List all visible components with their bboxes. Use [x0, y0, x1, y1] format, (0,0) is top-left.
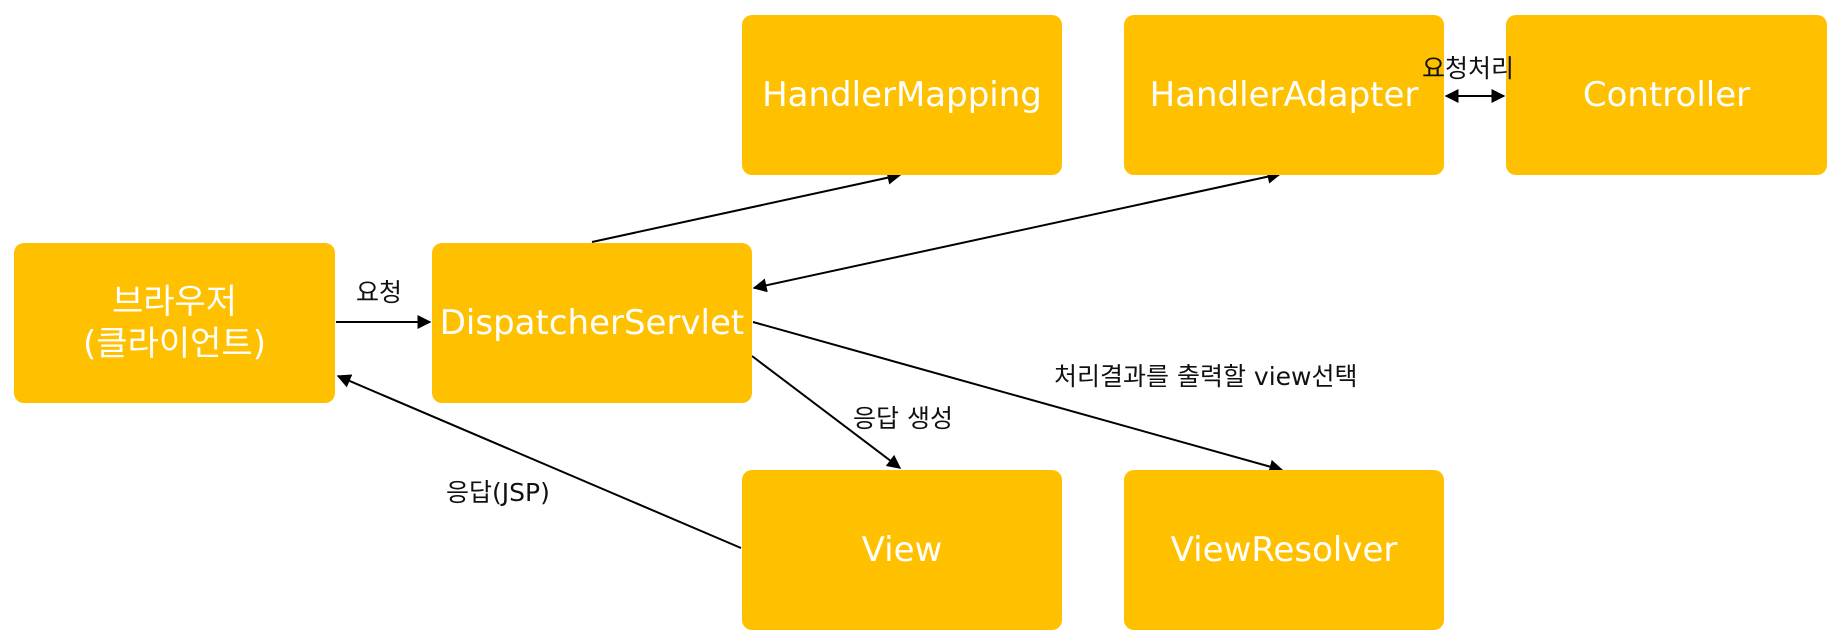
view-label: View: [861, 530, 943, 570]
browser-client-node: 브라우저 (클라이언트): [14, 243, 335, 403]
handler-mapping-node: HandlerMapping: [742, 15, 1062, 175]
create-response-edge-label: 응답 생성: [853, 404, 953, 433]
browser-client-label: 브라우저 (클라이언트): [83, 282, 266, 364]
request-processing-edge-label: 요청처리: [1422, 54, 1515, 83]
request-edge-label: 요청: [356, 278, 403, 307]
view-resolver-label: ViewResolver: [1170, 530, 1398, 570]
handler-mapping-label: HandlerMapping: [762, 75, 1042, 115]
handler-adapter-node: HandlerAdapter: [1124, 15, 1444, 175]
dispatcher-servlet-node: DispatcherServlet: [432, 243, 752, 403]
view-resolver-node: ViewResolver: [1124, 470, 1444, 630]
view-node: View: [742, 470, 1062, 630]
handler-adapter-label: HandlerAdapter: [1149, 75, 1419, 115]
controller-node: Controller: [1506, 15, 1827, 175]
response-jsp-edge-label: 응답(JSP): [446, 478, 550, 507]
select-view-edge-label: 처리결과를 출력할 view선택: [1054, 362, 1358, 391]
edge-dispatcher-handler-adapter: [752, 169, 1282, 293]
edge-view-to-browser: [336, 374, 742, 549]
controller-label: Controller: [1582, 75, 1751, 115]
edge-dispatcher-to-handler-mapping: [591, 170, 902, 243]
edge-dispatcher-to-view: [751, 355, 902, 469]
dispatcher-servlet-label: DispatcherServlet: [439, 303, 745, 343]
edge-dispatcher-to-view-resolver: [752, 321, 1284, 474]
